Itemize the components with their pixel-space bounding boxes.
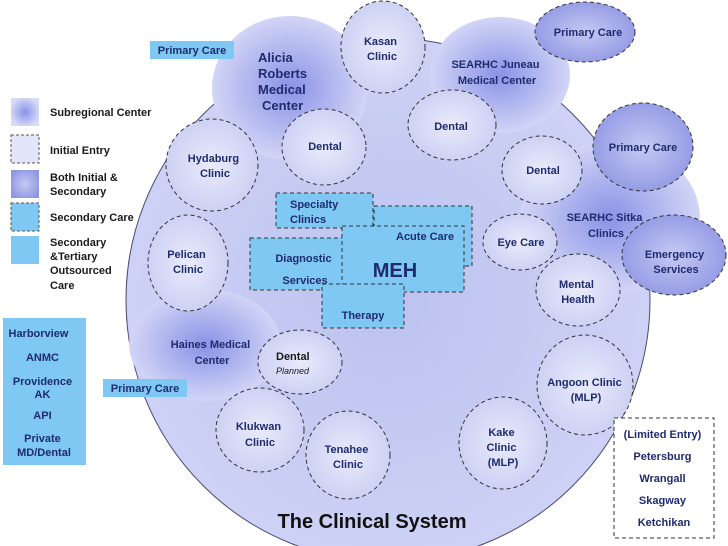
kake-clinic-circle (458, 396, 548, 490)
legend-outsourced-label: Secondary &Tertiary Outsourced Care (50, 237, 115, 292)
outsourced-list: Harborview ANMC Providence AK API Privat… (9, 328, 76, 459)
outsourced-list-box (3, 318, 86, 465)
specialty-clinics-box (275, 192, 374, 229)
haines-label: Haines Medical Center (171, 339, 254, 367)
haines-center-circle (129, 289, 281, 401)
dental-top-circle (281, 108, 367, 186)
limited-entry-list: (Limited Entry) Petersburg Wrangall Skag… (624, 429, 705, 529)
klukwan-clinic-circle (215, 387, 305, 473)
dental-center-circle (407, 89, 497, 161)
kake-clinic-label: Kake Clinic (MLP) (486, 427, 519, 469)
primary-care-right-label: Primary Care (609, 142, 678, 154)
diagnostic-services-box (249, 237, 351, 291)
angoon-clinic-label: Angoon Clinic (MLP) (547, 377, 625, 404)
therapy-label: Therapy (342, 310, 386, 322)
legend-both-swatch (11, 170, 39, 198)
legend-initial-swatch (10, 134, 40, 164)
dental-right-circle (501, 135, 583, 205)
limited-entry-box (613, 417, 715, 539)
eye-care-label: Eye Care (497, 237, 544, 249)
meh-box (341, 225, 465, 293)
legend-secondary-swatch (10, 202, 40, 232)
klukwan-clinic-label: Klukwan Clinic (236, 421, 284, 449)
alicia-roberts-label: Alicia Roberts Medical Center (258, 50, 311, 113)
primary-care-left-box (103, 379, 187, 397)
mental-health-circle (535, 253, 621, 327)
hydaburg-clinic-circle (165, 118, 259, 212)
dental-top-label: Dental (308, 141, 342, 153)
meh-label: MEH (373, 260, 417, 282)
legend-both-label: Both Initial & Secondary (50, 172, 121, 198)
mental-health-label: Mental Health (559, 279, 597, 306)
legend-subregional-swatch (11, 98, 39, 126)
primary-care-top-left-label: Primary Care (158, 45, 227, 57)
tenahee-clinic-circle (305, 410, 391, 500)
eye-care-circle (482, 213, 558, 271)
pelican-clinic-circle (147, 214, 229, 312)
tenahee-clinic-label: Tenahee Clinic (325, 444, 372, 471)
legend-secondary-label: Secondary Care (50, 212, 134, 224)
primary-care-top-left-box (150, 41, 234, 59)
dental-planned-circle (257, 329, 343, 395)
emergency-services-circle (621, 214, 727, 296)
legend-subregional-label: Subregional Center (50, 107, 152, 119)
dental-right-label: Dental (526, 165, 560, 177)
angoon-clinic-circle (536, 334, 634, 436)
primary-care-top-right-circle (534, 1, 636, 63)
pelican-clinic-label: Pelican Clinic (167, 249, 209, 276)
primary-care-left-label: Primary Care (111, 383, 180, 395)
dental-planned-label: Dental Planned (276, 351, 313, 376)
legend-initial-label: Initial Entry (50, 145, 111, 157)
juneau-label: SEARHC Juneau Medical Center (451, 59, 542, 87)
specialty-clinics-label: Specialty Clinics (290, 199, 341, 226)
sitka-label: SEARHC Sitka Clinics (567, 212, 646, 240)
primary-care-top-right-label: Primary Care (554, 27, 623, 39)
primary-care-right-circle (592, 102, 694, 192)
diagnostic-services-label: Diagnostic Services (275, 253, 334, 287)
dental-center-label: Dental (434, 121, 468, 133)
hydaburg-clinic-label: Hydaburg Clinic (188, 153, 242, 180)
therapy-box (321, 283, 405, 329)
emergency-services-label: Emergency Services (645, 249, 707, 276)
kasan-clinic-label: Kasan Clinic (364, 36, 400, 63)
acute-care-label: Acute Care (396, 231, 454, 243)
kasan-clinic-circle (340, 0, 426, 94)
diagram-title: The Clinical System (278, 511, 467, 533)
legend-outsourced-swatch (11, 236, 39, 264)
